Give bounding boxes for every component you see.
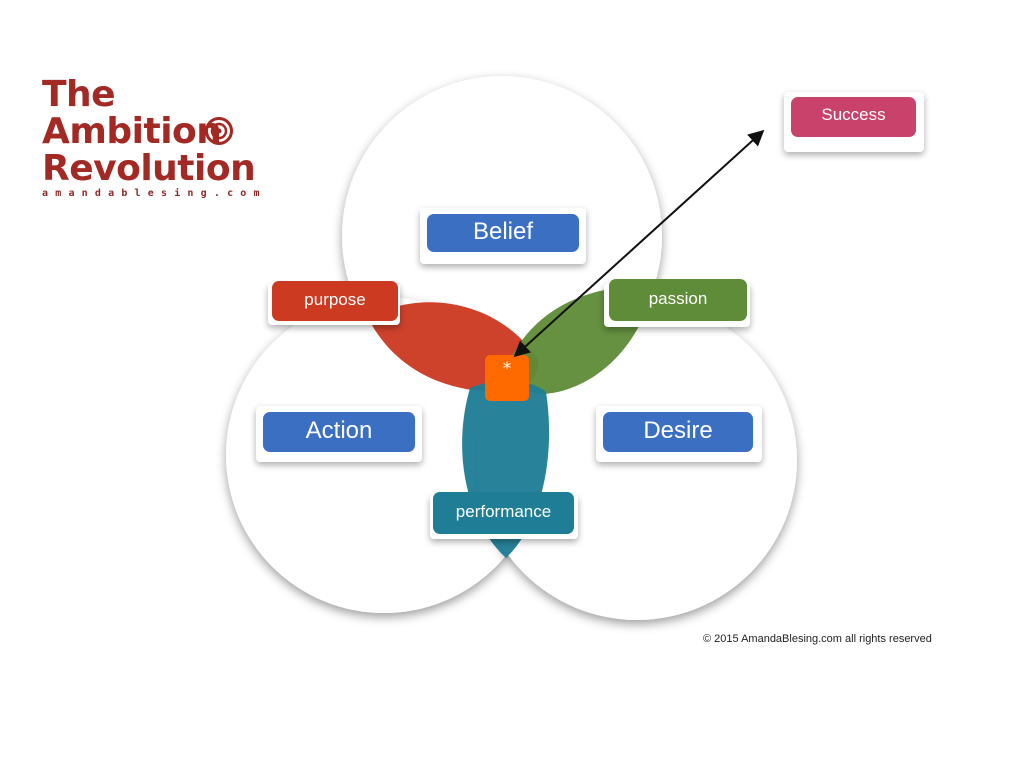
success-label: Success xyxy=(791,97,916,137)
belief-label: Belief xyxy=(427,214,579,252)
performance-label: performance xyxy=(433,492,574,534)
passion-label: passion xyxy=(609,279,747,321)
ambition-revolution-logo: The Ambition Revolution amandablesing.co… xyxy=(42,76,302,200)
copyright-notice: © 2015 AmandaBlesing.com all rights rese… xyxy=(703,633,932,645)
logo-line-2: Ambition xyxy=(42,111,222,152)
success-arrow xyxy=(513,129,765,358)
logo-line-1: The xyxy=(42,74,116,115)
purpose-label: purpose xyxy=(272,281,398,321)
action-label: Action xyxy=(263,412,415,452)
logo-url: amandablesing.com xyxy=(42,188,267,199)
center-star: * xyxy=(502,359,512,379)
logo-line-3: Revolution xyxy=(42,148,256,189)
center-overlap xyxy=(485,355,529,401)
desire-label: Desire xyxy=(603,412,753,452)
target-icon xyxy=(205,117,233,145)
